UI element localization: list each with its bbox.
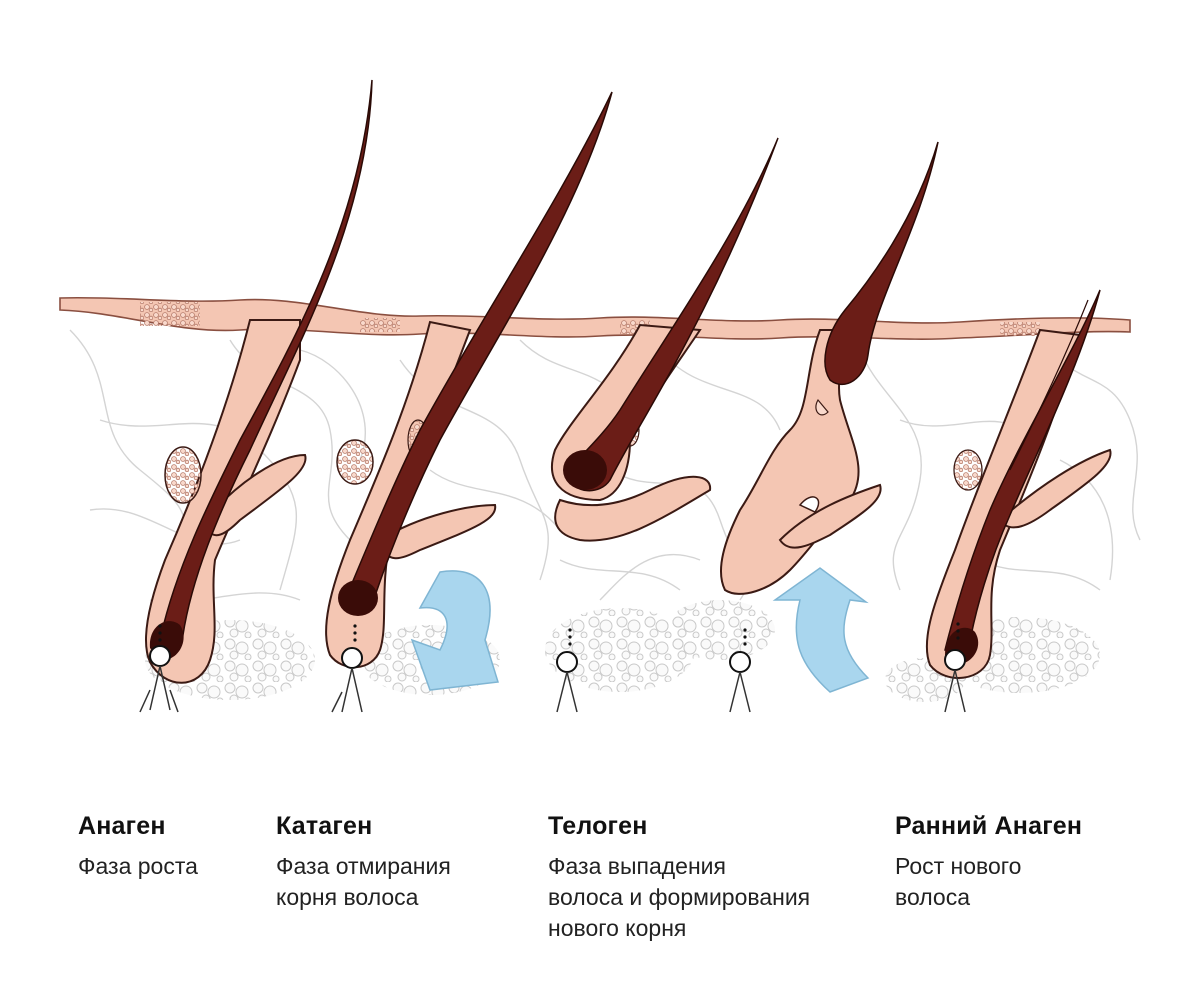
stage-telogen: Телоген Фаза выпадения волоса и формиров… bbox=[548, 812, 868, 944]
dermal-papilla-icon bbox=[341, 647, 363, 669]
stage-description: Фаза выпадения волоса и формирования нов… bbox=[548, 853, 811, 941]
stage-catagen: Катаген Фаза отмирания корня волоса bbox=[276, 812, 596, 913]
stage-description: Фаза отмирания корня волоса bbox=[276, 853, 451, 910]
hair-shaft-shedding bbox=[824, 141, 939, 386]
stage-title: Анаген bbox=[78, 812, 166, 840]
stage-title: Телоген bbox=[548, 812, 648, 840]
dermal-papilla-icon bbox=[149, 645, 171, 667]
stage-title: Ранний Анаген bbox=[895, 812, 1083, 840]
curved-arrow-up-icon bbox=[772, 567, 870, 693]
stage-description: Рост нового волоса bbox=[895, 853, 1022, 910]
stage-title: Катаген bbox=[276, 812, 373, 840]
stage-anagen: Анаген Фаза роста bbox=[78, 812, 398, 882]
stage-description: Фаза роста bbox=[78, 853, 198, 879]
epidermis-cells bbox=[140, 302, 1040, 336]
dermal-papilla-icon bbox=[944, 649, 966, 671]
follicle-early-anagen bbox=[925, 289, 1112, 713]
fat-tissue bbox=[145, 600, 1100, 702]
follicle-anagen bbox=[139, 79, 373, 713]
epidermis bbox=[59, 296, 1131, 340]
hair-growth-diagram bbox=[59, 79, 1141, 713]
follicle-catagen bbox=[325, 91, 613, 713]
curved-arrow-down-icon bbox=[410, 570, 499, 691]
follicle-telogen bbox=[551, 137, 779, 713]
stage-early-anagen: Ранний Анаген Рост нового волоса bbox=[895, 812, 1185, 913]
dermal-papilla-icon bbox=[729, 651, 751, 673]
dermal-papilla-icon bbox=[556, 651, 578, 673]
follicle-transition bbox=[719, 141, 939, 713]
